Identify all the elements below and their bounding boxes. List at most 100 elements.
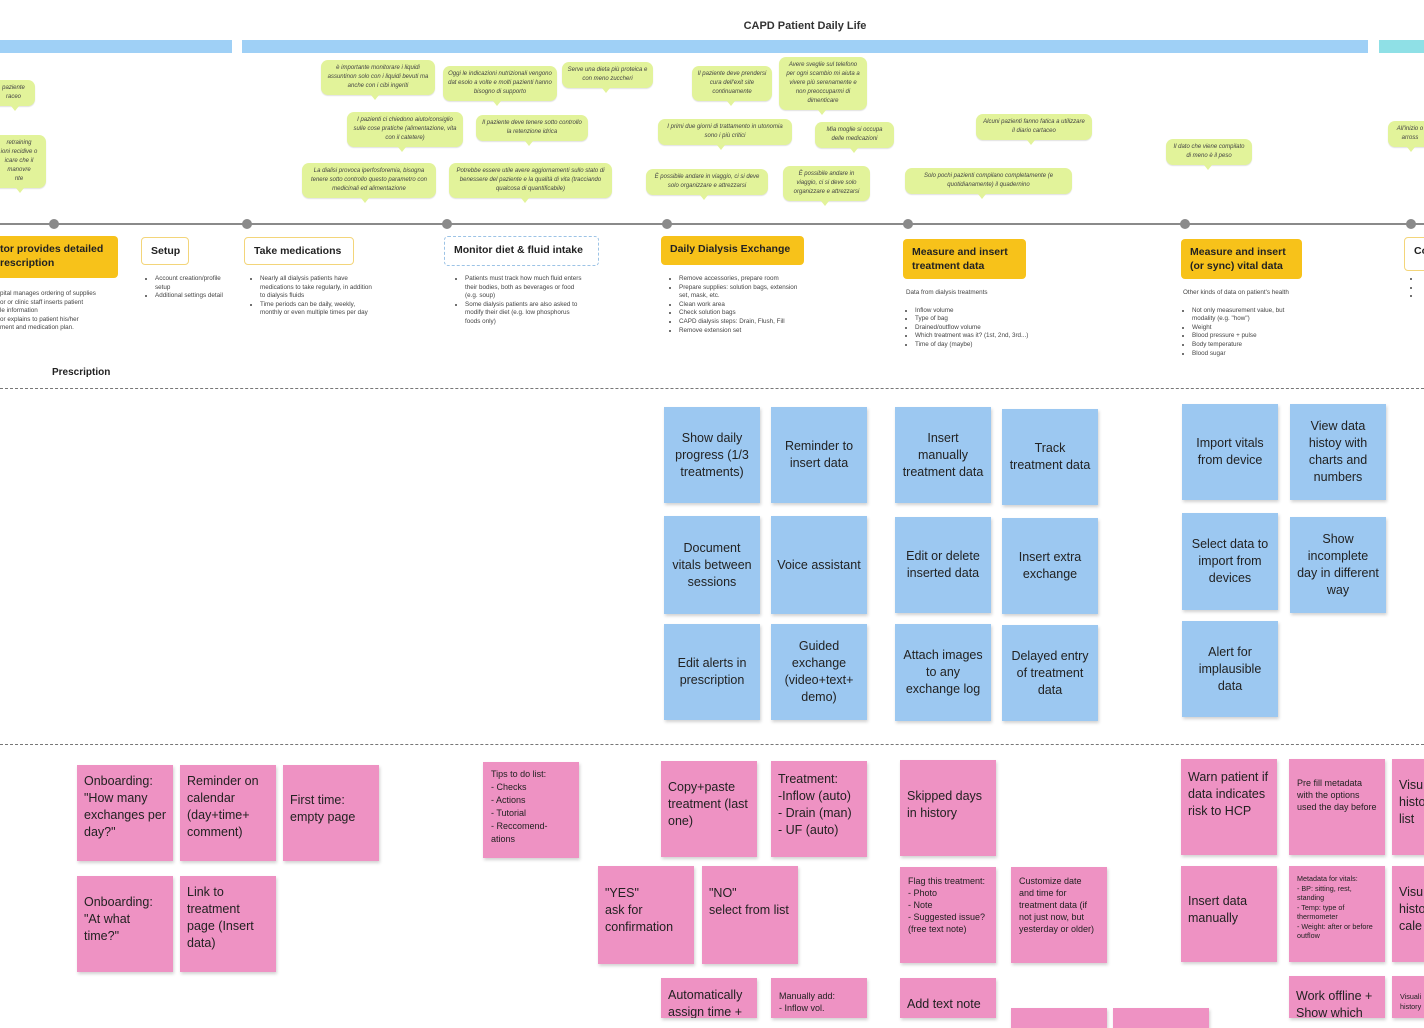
- feature-sticky[interactable]: Document vitals between sessions: [664, 516, 760, 614]
- idea-sticky[interactable]: Metadata for vitals: - BP: sitting, rest…: [1289, 866, 1385, 962]
- idea-sticky[interactable]: Add text note: [900, 978, 996, 1018]
- description-bullet: Some dialysis patients are also asked to…: [465, 301, 584, 327]
- sticky-text: Reminder to insert data: [784, 439, 854, 470]
- lane-divider: [0, 744, 1424, 745]
- idea-sticky[interactable]: Reminder on calendar (day+time+ comment): [180, 765, 276, 861]
- idea-sticky[interactable]: Onboarding: "How many exchanges per day?…: [77, 765, 173, 861]
- stage-prescription[interactable]: tor provides detailed rescription: [0, 236, 118, 278]
- idea-sticky[interactable]: First time: empty page: [283, 765, 379, 861]
- sticky-text: View data histoy with charts and numbers: [1308, 419, 1368, 484]
- idea-sticky-cut[interactable]: [1113, 1008, 1209, 1028]
- feature-sticky[interactable]: Attach images to any exchange log: [895, 624, 991, 721]
- feature-sticky[interactable]: Insert manually treatment data: [895, 407, 991, 503]
- stage-prescription-description: pital manages ordering of supplies or or…: [0, 290, 115, 333]
- idea-sticky[interactable]: Warn patient if data indicates risk to H…: [1181, 759, 1277, 855]
- quote-bubble[interactable]: Potrebbe essere utile avere aggiornament…: [449, 163, 612, 203]
- description-bullet: Body temperature: [1192, 341, 1308, 350]
- feature-sticky[interactable]: Guided exchange (video+text+ demo): [771, 624, 867, 720]
- idea-sticky[interactable]: Skipped days in history: [900, 760, 996, 856]
- description-bullet: Time of day (maybe): [915, 341, 1076, 350]
- description-bullet: Nearly all dialysis patients have medica…: [260, 275, 373, 301]
- feature-sticky[interactable]: Select data to import from devices: [1182, 513, 1278, 610]
- idea-sticky[interactable]: Visu histo list: [1392, 759, 1424, 855]
- sticky-text: Guided exchange (video+text+ demo): [784, 639, 854, 704]
- idea-sticky[interactable]: Work offline + Show which: [1289, 976, 1385, 1018]
- idea-sticky[interactable]: Automatically assign time +: [661, 978, 757, 1018]
- description-intro: Data from dialysis treatments: [906, 289, 988, 296]
- quote-bubble[interactable]: Mia moglie si occupa delle medicazioni: [815, 122, 894, 153]
- quote-bubble[interactable]: Serve una dieta più proteica e con meno …: [562, 62, 653, 93]
- feature-sticky[interactable]: Insert extra exchange: [1002, 518, 1098, 614]
- timeline-node: [1406, 219, 1416, 229]
- quote-bubble[interactable]: è importante monitorare i liquidi assunt…: [321, 60, 435, 100]
- description-bullet: Weight: [1192, 324, 1308, 333]
- feature-sticky[interactable]: View data histoy with charts and numbers: [1290, 404, 1386, 500]
- quote-bubble[interactable]: Il paziente deve prendersi cura dell'exi…: [692, 66, 772, 106]
- idea-sticky[interactable]: Flag this treatment: - Photo - Note - Su…: [900, 867, 996, 963]
- quote-bubble[interactable]: Avere sveglie sul telefono per ogni scam…: [779, 57, 867, 115]
- idea-sticky[interactable]: Customize date and time for treatment da…: [1011, 867, 1107, 963]
- feature-sticky[interactable]: Reminder to insert data: [771, 407, 867, 503]
- timeline-node: [662, 219, 672, 229]
- description-bullet: CAPD dialysis steps: Drain, Flush, Fill: [679, 318, 805, 327]
- feature-sticky[interactable]: Show incomplete day in different way: [1290, 517, 1386, 613]
- description-bullet: Blood pressure + pulse: [1192, 332, 1308, 341]
- stage-monitor-diet[interactable]: Monitor diet & fluid intake: [444, 236, 599, 266]
- quote-bubble[interactable]: All'inizio o arross: [1388, 121, 1424, 152]
- stage-setup-description: Account creation/profile setup Additiona…: [146, 275, 231, 301]
- idea-sticky[interactable]: Visu histo cale: [1392, 866, 1424, 962]
- quote-bubble[interactable]: Oggi le indicazioni nutrizionali vengono…: [443, 66, 557, 106]
- idea-sticky[interactable]: "NO" select from list: [702, 866, 798, 964]
- feature-sticky[interactable]: Track treatment data: [1002, 409, 1098, 505]
- idea-sticky[interactable]: Tips to do list: - Checks - Actions - Tu…: [483, 762, 579, 858]
- idea-sticky[interactable]: Copy+paste treatment (last one): [661, 761, 757, 857]
- quote-bubble[interactable]: Il paziente deve tenere sotto controllo …: [476, 115, 588, 146]
- description-bullet: Account creation/profile setup: [155, 275, 231, 292]
- quote-bubble[interactable]: retraining ioni recidive o icare che il …: [0, 135, 46, 193]
- quote-bubble[interactable]: Alcuni pazienti fanno fatica a utilizzar…: [976, 114, 1092, 145]
- feature-sticky[interactable]: Alert for implausible data: [1182, 621, 1278, 717]
- idea-sticky[interactable]: Visuali history: [1392, 976, 1424, 1018]
- stage-next[interactable]: Co: [1404, 237, 1424, 271]
- phase-band-1: [0, 40, 232, 53]
- idea-sticky[interactable]: Insert data manually: [1181, 866, 1277, 962]
- idea-sticky[interactable]: Manually add: - Inflow vol.: [771, 978, 867, 1018]
- stage-daily-dialysis-exchange[interactable]: Daily Dialysis Exchange: [661, 236, 804, 265]
- description-line: pital manages ordering of supplies: [0, 290, 96, 297]
- feature-sticky[interactable]: Import vitals from device: [1182, 404, 1278, 500]
- idea-sticky[interactable]: Pre fill metadata with the options used …: [1289, 759, 1385, 855]
- quote-bubble[interactable]: La dialisi provoca iperfosforemia, bisog…: [302, 163, 436, 203]
- description-bullet: Additional settings detail: [155, 292, 231, 301]
- feature-sticky[interactable]: Voice assistant: [771, 516, 867, 614]
- stage-take-medications[interactable]: Take medications: [244, 237, 354, 265]
- idea-sticky[interactable]: Link to treatment page (Insert data): [180, 876, 276, 972]
- feature-sticky[interactable]: Edit or delete inserted data: [895, 517, 991, 613]
- stage-exchange-description: Remove accessories, prepare room Prepare…: [670, 275, 805, 335]
- description-line: or explains to patient his/her: [0, 315, 79, 323]
- description-bullet: Clean work area: [679, 301, 805, 310]
- quote-bubble[interactable]: È possibile andare in viaggio, ci si dev…: [646, 169, 768, 200]
- idea-sticky-cut[interactable]: [1011, 1008, 1107, 1028]
- timeline-node: [903, 219, 913, 229]
- stage-treatment-data[interactable]: Measure and insert treatment data: [903, 239, 1026, 279]
- quote-bubble[interactable]: Il dato che viene compilato di meno è il…: [1166, 139, 1252, 170]
- description-bullet: Blood sugar: [1192, 350, 1308, 359]
- feature-sticky[interactable]: Delayed entry of treatment data: [1002, 625, 1098, 721]
- stage-diet-description: Patients must track how much fluid enter…: [456, 275, 584, 327]
- idea-sticky[interactable]: Treatment: -Inflow (auto) - Drain (man) …: [771, 761, 867, 857]
- quote-bubble[interactable]: I primi due giorni di trattamento in uto…: [658, 119, 792, 150]
- quote-bubble[interactable]: I pazienti ci chiedono aiuto/consiglio s…: [347, 112, 463, 152]
- feature-sticky[interactable]: Edit alerts in prescription: [664, 624, 760, 720]
- quote-bubble[interactable]: paziente raceo: [0, 80, 35, 111]
- description-bullet: [1420, 284, 1424, 293]
- timeline-node: [1180, 219, 1190, 229]
- idea-sticky[interactable]: "YES" ask for confirmation: [598, 866, 694, 964]
- quote-bubble[interactable]: È possibile andare in viaggio, ci si dev…: [783, 166, 870, 206]
- sticky-text: Track treatment data: [1009, 441, 1091, 472]
- stage-vital-data[interactable]: Measure and insert (or sync) vital data: [1181, 239, 1302, 279]
- stage-setup[interactable]: Setup: [141, 237, 189, 265]
- sticky-text: Delayed entry of treatment data: [1011, 648, 1089, 697]
- quote-bubble[interactable]: Solo pochi pazienti compilano completame…: [905, 168, 1072, 199]
- feature-sticky[interactable]: Show daily progress (1/3 treatments): [664, 407, 760, 503]
- idea-sticky[interactable]: Onboarding: "At what time?": [77, 876, 173, 972]
